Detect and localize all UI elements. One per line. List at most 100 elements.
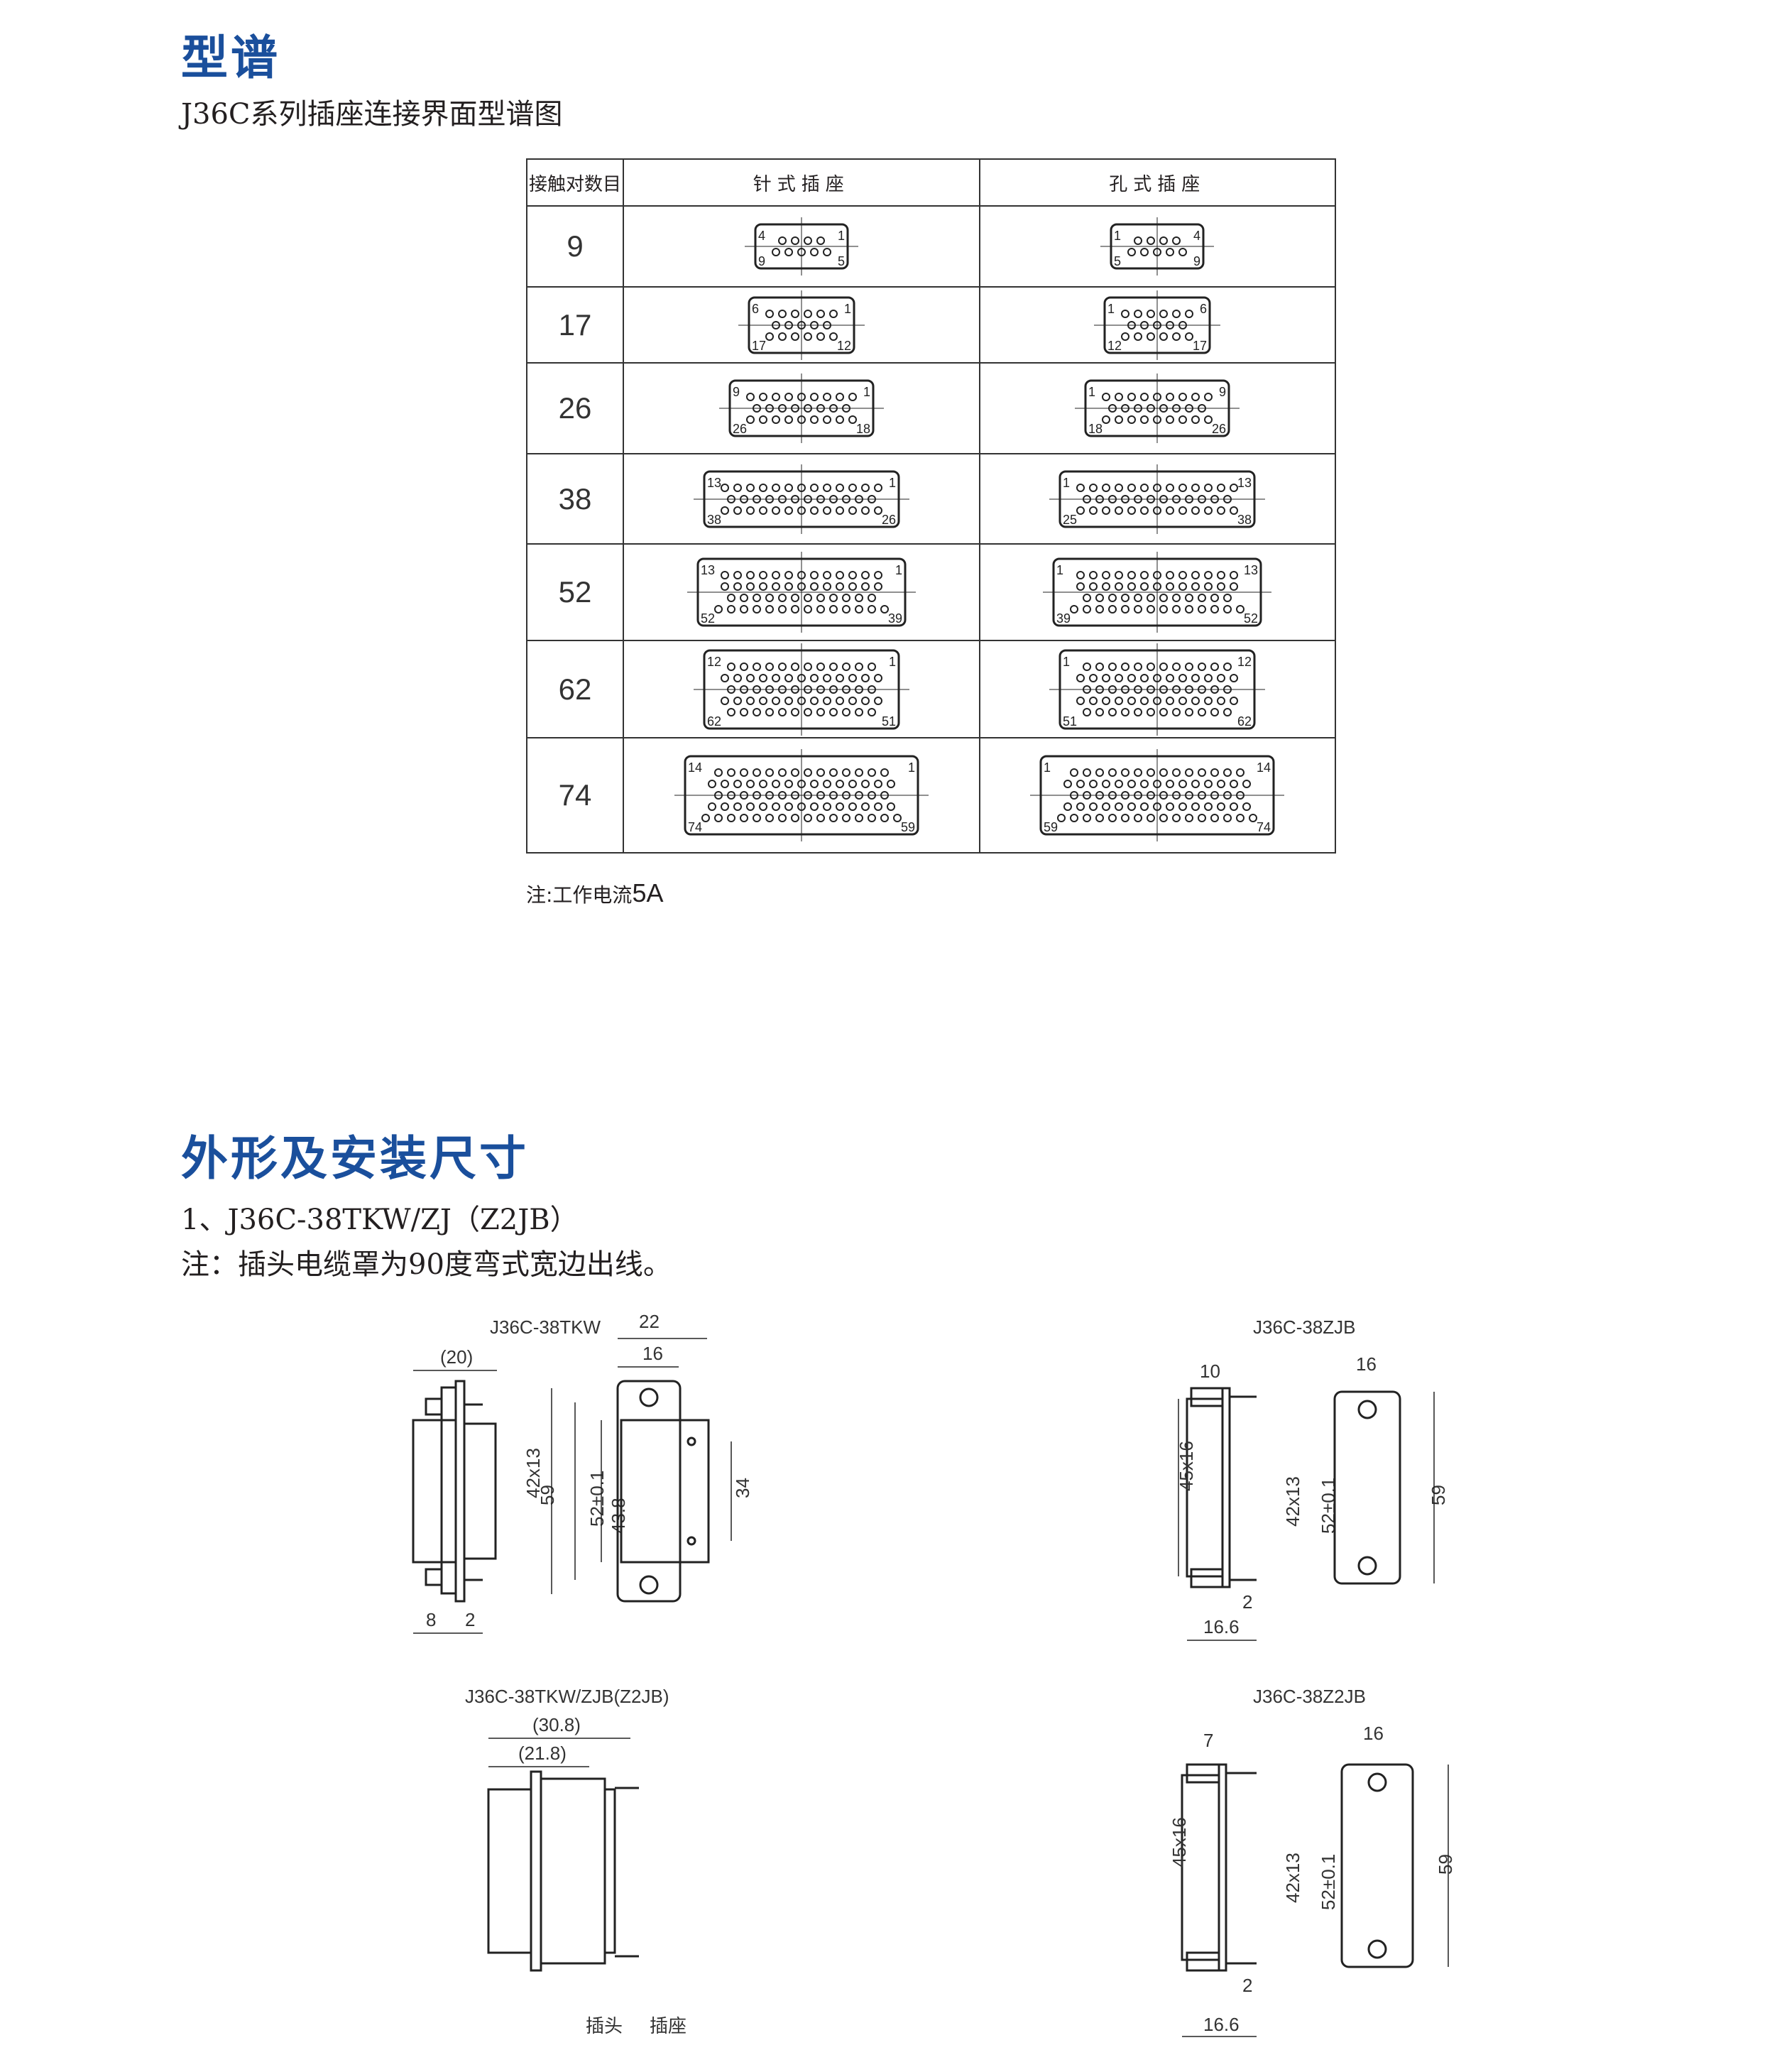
contact-pin bbox=[790, 605, 799, 614]
contact-pin bbox=[1166, 802, 1175, 811]
contact-pin bbox=[1070, 791, 1079, 800]
pin-number-label: 1 bbox=[1044, 760, 1051, 775]
pin-number-label: 1 bbox=[1063, 655, 1070, 669]
contact-pin bbox=[777, 662, 787, 671]
contact-pin bbox=[1089, 696, 1098, 705]
contact-pin bbox=[892, 814, 902, 822]
contact-pin bbox=[1121, 707, 1130, 716]
pin-number-label: 1 bbox=[1063, 476, 1070, 490]
contact-pin bbox=[1191, 415, 1200, 424]
contact-pin bbox=[726, 594, 735, 602]
contact-pin bbox=[726, 814, 735, 822]
contact-pin bbox=[816, 605, 825, 614]
contact-pin bbox=[1153, 415, 1162, 424]
pin-number-label: 1 bbox=[889, 476, 896, 490]
contact-pin bbox=[733, 802, 742, 811]
pin-number-label: 13 bbox=[707, 476, 721, 490]
contact-pin bbox=[1159, 791, 1169, 800]
contact-pin bbox=[790, 814, 799, 822]
contact-pin bbox=[1147, 404, 1156, 413]
contact-pin bbox=[809, 802, 819, 811]
contact-pin bbox=[886, 780, 895, 788]
contact-pin bbox=[1108, 685, 1117, 694]
contact-pin bbox=[816, 707, 825, 716]
contact-pin bbox=[1140, 415, 1149, 424]
contact-pin bbox=[828, 404, 838, 413]
contact-pin bbox=[733, 696, 742, 705]
contact-pin bbox=[765, 494, 774, 503]
contact-pin bbox=[1166, 673, 1175, 682]
contact-pin bbox=[1121, 662, 1130, 671]
contact-pin bbox=[726, 791, 735, 800]
contact-pin bbox=[854, 605, 863, 614]
contact-pin bbox=[765, 332, 774, 341]
contact-pin bbox=[1217, 571, 1226, 579]
contact-pin bbox=[758, 506, 767, 515]
table-header-row: 接触对数目 针式插座 孔式插座 bbox=[526, 158, 1336, 207]
contact-pin bbox=[784, 571, 793, 579]
pin-number-label: 38 bbox=[1237, 513, 1252, 527]
contact-pin bbox=[1121, 768, 1130, 777]
contact-pin bbox=[1204, 483, 1213, 492]
contact-pin bbox=[1217, 506, 1226, 515]
contact-pin bbox=[809, 393, 819, 401]
dim: 34 bbox=[732, 1478, 753, 1498]
contact-pin bbox=[784, 673, 793, 682]
contact-pin bbox=[1159, 707, 1169, 716]
contact-pin bbox=[1166, 506, 1175, 515]
contact-pin bbox=[765, 662, 774, 671]
contact-pin bbox=[720, 696, 729, 705]
contact-pin bbox=[1095, 605, 1105, 614]
contact-pin bbox=[854, 768, 863, 777]
contact-pin bbox=[1108, 791, 1117, 800]
note-label: 注:工作电流 bbox=[526, 883, 633, 907]
contact-pin bbox=[720, 506, 729, 515]
contact-pin bbox=[1083, 768, 1092, 777]
contact-pin bbox=[1223, 662, 1232, 671]
contact-pin bbox=[771, 393, 780, 401]
contact-pin bbox=[809, 582, 819, 591]
contact-pin bbox=[771, 582, 780, 591]
note: 注:工作电流5A bbox=[526, 878, 663, 908]
contact-pin bbox=[1134, 605, 1143, 614]
contact-pin bbox=[1204, 393, 1213, 401]
contact-pin bbox=[816, 309, 825, 318]
header-pin-socket: 针式插座 bbox=[623, 158, 980, 207]
contact-pin bbox=[1108, 814, 1117, 822]
contact-pin bbox=[1185, 309, 1194, 318]
contact-pin bbox=[1230, 780, 1239, 788]
contact-pin bbox=[784, 582, 793, 591]
contact-pin bbox=[867, 685, 876, 694]
contact-pin bbox=[784, 320, 793, 329]
contact-pin bbox=[1102, 696, 1111, 705]
contact-pin bbox=[1204, 696, 1213, 705]
contact-count: 26 bbox=[526, 362, 624, 454]
contact-pin bbox=[1249, 814, 1258, 822]
contact-pin bbox=[733, 673, 742, 682]
contact-pin bbox=[835, 393, 844, 401]
contact-pin bbox=[1127, 248, 1137, 256]
contact-pin bbox=[1191, 571, 1200, 579]
contact-pin bbox=[1127, 483, 1137, 492]
contact-pin bbox=[841, 814, 850, 822]
contact-pin bbox=[822, 673, 831, 682]
contact-pin bbox=[1153, 802, 1162, 811]
contact-pin bbox=[1140, 582, 1149, 591]
pin-number-label: 4 bbox=[1193, 229, 1200, 243]
contact-pin bbox=[726, 494, 735, 503]
contact-pin bbox=[835, 483, 844, 492]
contact-pin bbox=[1178, 248, 1188, 256]
contact-pin bbox=[1159, 404, 1169, 413]
contact-pin bbox=[1121, 814, 1130, 822]
contact-pin bbox=[828, 791, 838, 800]
contact-pin bbox=[726, 685, 735, 694]
contact-pin bbox=[1076, 696, 1085, 705]
contact-pin bbox=[1172, 594, 1181, 602]
contact-pin bbox=[1217, 483, 1226, 492]
contact-pin bbox=[1185, 768, 1194, 777]
contact-pin bbox=[1108, 594, 1117, 602]
header-contact-count: 接触对数目 bbox=[526, 158, 624, 207]
contact-pin bbox=[790, 662, 799, 671]
